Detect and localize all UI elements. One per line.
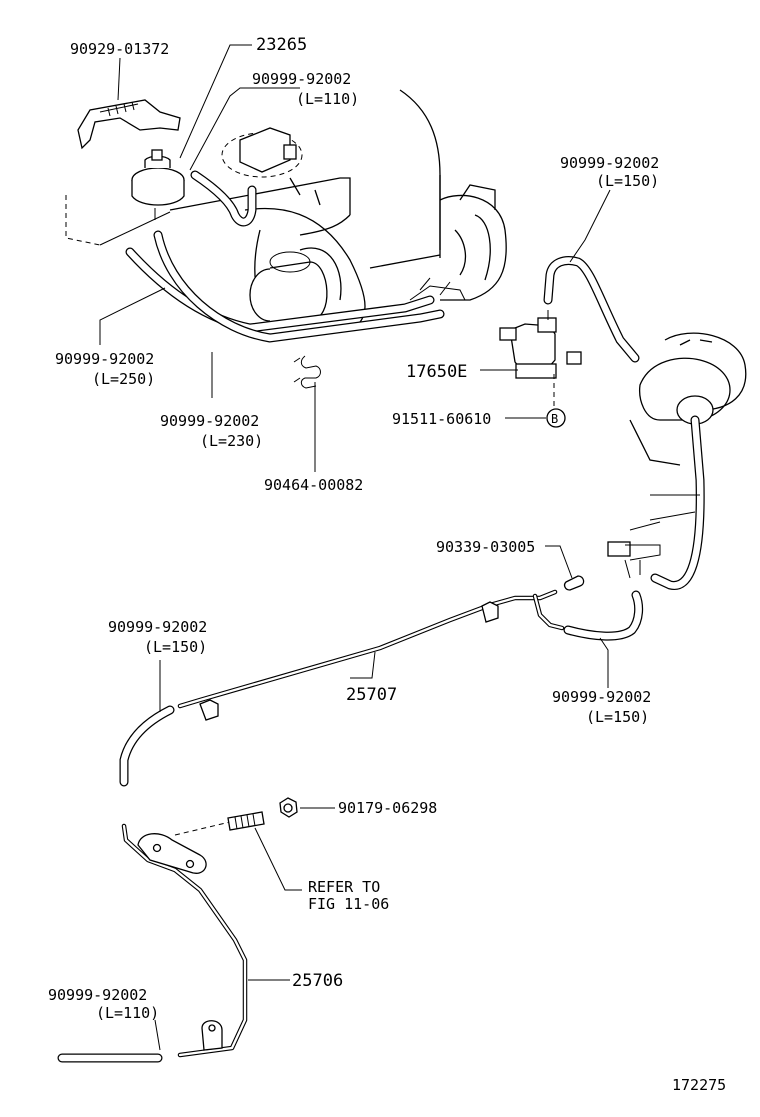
label-hose-110-bottom-number: 90999-92002: [48, 986, 147, 1004]
hose-110-top: [190, 170, 257, 227]
vsv-17650E: [499, 310, 582, 379]
plug-90339: [563, 575, 585, 591]
clip-90464: [293, 355, 321, 389]
figure-number: 172275: [672, 1076, 726, 1094]
label-hose-230-number: 90999-92002: [160, 412, 259, 430]
throttle-body: [249, 251, 328, 323]
label-25707: 25707: [346, 685, 397, 705]
label-17650E: 17650E: [406, 362, 467, 382]
b-marker-circle: [546, 408, 566, 428]
pipe-25707-bracket-right: [481, 601, 499, 623]
label-23265: 23265: [256, 35, 307, 55]
label-hose-110-bottom-length: (L=110): [96, 1004, 159, 1022]
label-hose-150-mid-length: (L=150): [586, 708, 649, 726]
hose-250: [125, 247, 435, 333]
label-hose-150-mid-number: 90999-92002: [552, 688, 651, 706]
hose-230: [153, 230, 445, 343]
intake-valve-assembly: [439, 184, 507, 301]
label-hose-250-number: 90999-92002: [55, 350, 154, 368]
label-hose-110-top-number: 90999-92002: [252, 70, 351, 88]
label-hose-230-length: (L=230): [200, 432, 263, 450]
label-fig-11-06: FIG 11-06: [308, 895, 389, 913]
engine-connector-fittings: [409, 277, 466, 301]
hose-150-left: [119, 705, 175, 787]
pipe-25706: [121, 823, 248, 1058]
pipe-25707-bracket-left: [199, 699, 219, 721]
label-hose-250-length: (L=250): [92, 370, 155, 388]
label-90179-06298: 90179-06298: [338, 799, 437, 817]
label-91511-60610: 91511-60610: [392, 410, 491, 428]
bracket-90929: [77, 99, 181, 150]
stud-bolt: [227, 811, 265, 831]
dashed-leader-bolt: [174, 821, 231, 836]
label-25706: 25706: [292, 971, 343, 991]
label-90339-03005: 90339-03005: [436, 538, 535, 556]
label-hose-150-right-length: (L=150): [596, 172, 659, 190]
pipe-25706-end-bracket: [201, 1020, 223, 1051]
egr-valve-assembly: [629, 332, 747, 590]
pipe-fittings-right: [607, 494, 700, 579]
label-hose-150-right-number: 90999-92002: [560, 154, 659, 172]
nut-90179: [279, 797, 298, 818]
label-hose-110-top-length: (L=110): [296, 90, 359, 108]
label-b-marker: B: [551, 412, 558, 426]
dashed-leader-bracket: [65, 195, 101, 246]
label-hose-150-left-number: 90999-92002: [108, 618, 207, 636]
label-90464-00082: 90464-00082: [264, 476, 363, 494]
dash-tail: [99, 211, 171, 246]
sensor-connector: [221, 127, 303, 178]
label-90929-01372: 90929-01372: [70, 40, 169, 58]
label-hose-150-left-length: (L=150): [144, 638, 207, 656]
pipe-25706-bracket: [137, 833, 207, 874]
hose-150-right: [543, 256, 640, 363]
vacuum-valve-23265: [131, 149, 185, 220]
label-refer-to: REFER TO: [308, 878, 380, 896]
hose-150-mid: [532, 590, 644, 641]
leader-lines: [99, 44, 611, 1051]
